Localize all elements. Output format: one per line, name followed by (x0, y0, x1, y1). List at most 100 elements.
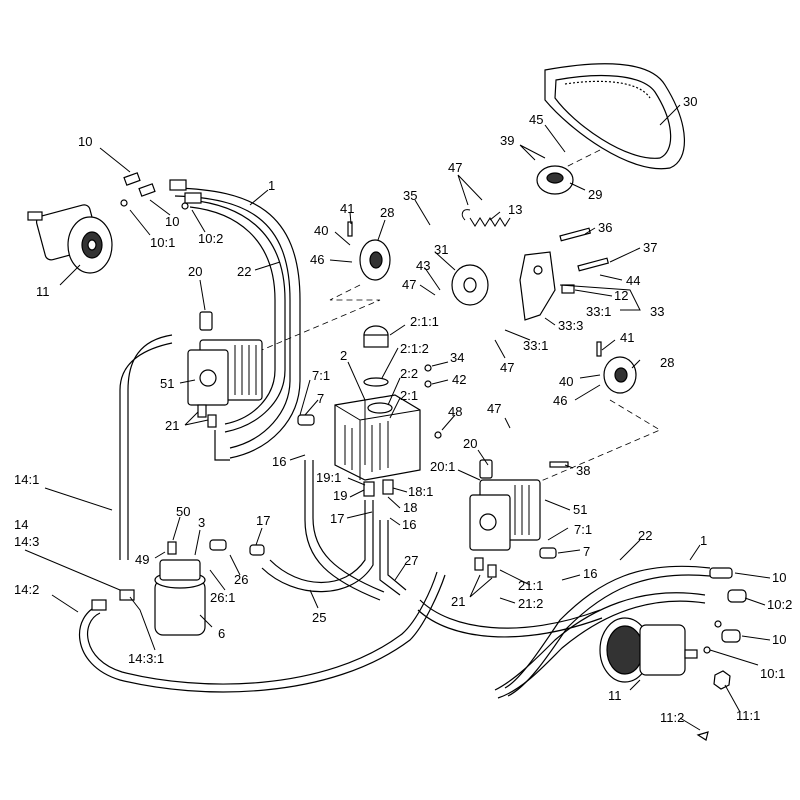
fitting-10b (138, 183, 156, 197)
leader (689, 544, 701, 561)
callout-label: 7:1 (312, 368, 330, 383)
reservoir-body (334, 394, 421, 481)
callout-label: 37 (643, 240, 657, 255)
leader (469, 574, 493, 598)
callout-label: 49 (135, 552, 149, 567)
callout-label: 13 (508, 202, 522, 217)
callout-label: 51 (573, 502, 587, 517)
nut-48 (434, 431, 442, 439)
leader (544, 499, 571, 511)
callout-label: 2:2 (400, 366, 418, 381)
callout-label: 2:1 (400, 388, 418, 403)
motor-r-body (639, 624, 686, 676)
leader (389, 324, 406, 336)
leader (431, 361, 449, 367)
spring-13 (461, 209, 511, 227)
reservoir-cap-body (363, 334, 389, 348)
leader (329, 259, 353, 263)
leader (172, 516, 181, 541)
hose-27-inner (387, 520, 407, 591)
leader (349, 489, 365, 498)
leader (709, 649, 759, 666)
leader (564, 464, 574, 469)
leader (347, 361, 366, 465)
pulley-28-top (347, 221, 391, 281)
leader (387, 377, 401, 406)
callout-label: 46 (553, 393, 567, 408)
leader (601, 339, 616, 351)
leader (599, 274, 623, 281)
leader (334, 231, 351, 246)
pump-port-right (479, 513, 497, 531)
callout-label: 21 (165, 418, 179, 433)
callout-label: 20 (463, 436, 477, 451)
leader (299, 379, 311, 416)
leader (44, 487, 113, 511)
pump-fitting-21-right-a (474, 557, 484, 571)
hydraulic-motor-11-top (27, 204, 113, 274)
leader (346, 511, 373, 519)
leader (194, 529, 201, 556)
drive-belt-30 (544, 63, 686, 170)
leader (679, 717, 701, 731)
callout-label: 21 (451, 594, 465, 609)
callout-label: 30 (683, 94, 697, 109)
spring-13-hook (461, 209, 471, 221)
leader (629, 679, 641, 691)
oring-10r-2 (714, 620, 722, 628)
hydraulic-pump-51-right (469, 459, 569, 578)
hose-16-left (304, 460, 381, 601)
spring-13-coils (469, 217, 511, 227)
callout-label: 1 (700, 533, 707, 548)
pulley-28-right (596, 341, 637, 394)
callout-label: 34 (450, 350, 464, 365)
idler-arm-33 (519, 227, 610, 321)
reservoir-ribs (344, 421, 389, 472)
callout-label: 14 (14, 517, 28, 532)
motor-hub-inner (87, 239, 97, 251)
fitting-10r-c (721, 629, 741, 643)
callout-label: 16 (583, 566, 597, 581)
leader (255, 527, 263, 546)
idler-hub (463, 277, 477, 293)
hose-group (78, 187, 711, 699)
callout-label: 1 (268, 178, 275, 193)
washer-42 (424, 380, 432, 388)
reservoir-top-edge (334, 404, 421, 480)
hose-22-right (494, 592, 706, 691)
leader (631, 359, 641, 369)
callout-label: 20:1 (430, 459, 455, 474)
idler-arm-hole (533, 265, 543, 275)
reservoir-neck (367, 402, 393, 414)
callout-label: 28 (380, 205, 394, 220)
callout-label: 46 (310, 252, 324, 267)
callout-label: 2:1:1 (410, 314, 439, 329)
screw-38 (549, 461, 569, 468)
callout-label: 33:1 (586, 304, 611, 319)
leader (457, 174, 483, 206)
leader (199, 614, 213, 628)
callout-label: 2 (340, 348, 347, 363)
callout-label: 10:1 (760, 666, 785, 681)
hose-end-top-1 (169, 179, 187, 191)
leader (457, 469, 481, 481)
hose-25-inner (261, 500, 374, 593)
leader (59, 264, 81, 286)
callout-label: 7 (583, 544, 590, 559)
callout-label: 36 (598, 220, 612, 235)
leader (557, 549, 581, 554)
callout-label: 6 (218, 626, 225, 641)
callout-label: 42 (452, 372, 466, 387)
callout-label: 38 (576, 463, 590, 478)
pulley-29-hub (546, 172, 564, 184)
reservoir-fitting-18 (382, 479, 394, 495)
leader (544, 124, 566, 153)
tee-fitting-14 (119, 589, 135, 601)
leader (209, 569, 226, 591)
leader (741, 635, 771, 641)
leader (184, 411, 209, 426)
leader (154, 551, 166, 559)
callout-label: 35 (403, 188, 417, 203)
spacer-12 (561, 284, 575, 294)
